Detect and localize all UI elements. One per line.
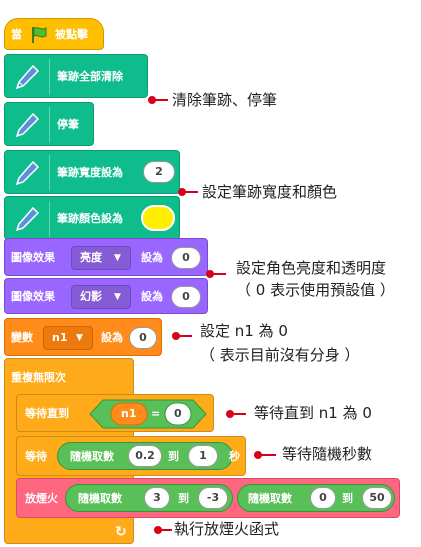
pen-up-label: 停筆 [57,118,79,131]
annotation-pen-size-color: 設定筆跡寬度和顏色 [202,183,338,201]
variable-name-value: n1 [52,331,68,344]
pen-block-separator [49,201,50,237]
variable-value-input[interactable]: 0 [129,327,157,349]
annotation-line [232,413,246,415]
pen-block-separator [49,59,50,95]
looks-set-ghost-block[interactable]: 圖像效果 幻影 ▼ 設為 0 [4,278,208,314]
pen-set-color-label: 筆跡顏色設為 [57,212,123,225]
pen-icon [15,112,40,138]
when-flag-clicked-hat-block[interactable]: 當 被點擊 [4,18,104,50]
pen-block-separator [49,107,50,143]
looks-set-brightness-block[interactable]: 圖像效果 亮度 ▼ 設為 0 [4,238,208,276]
looks-set-to-label: 設為 [141,290,163,303]
random-to-label: 到 [342,492,353,505]
annotation-line [160,529,172,531]
looks-brightness-input[interactable]: 0 [171,247,201,269]
pen-clear-label: 筆跡全部清除 [57,70,123,83]
random-label: 隨機取數 [78,492,122,505]
annotation-firework: 執行放煙火函式 [174,520,280,538]
firework-label: 放煙火 [25,492,58,505]
annotation-line [184,191,198,193]
annotation-line [178,335,192,337]
pen-set-color-block[interactable]: 筆跡顏色設為 [4,196,180,240]
condition-operator: = [151,407,161,420]
hat-clicked-label: 被點擊 [55,28,88,41]
firework-function-block[interactable]: 放煙火 隨機取數 3 到 -3 隨機取數 0 到 50 [16,478,400,518]
annotation-dot [172,332,180,340]
looks-effect-label: 圖像效果 [11,251,55,264]
looks-ghost-input[interactable]: 0 [171,286,201,308]
looks-effect-dropdown[interactable]: 幻影 ▼ [71,285,131,309]
looks-set-to-label: 設為 [141,251,163,264]
condition-left-variable: n1 [121,407,137,420]
annotation-wait-random: 等待隨機秒數 [282,445,373,463]
annotation-dot [154,526,162,534]
random-from-input[interactable]: 3 [144,487,170,509]
random-number-reporter[interactable]: 隨機取數 0.2 到 1 [57,442,233,470]
random-to-label: 到 [168,450,179,463]
annotation-set-n1-note: （ 表示目前沒有分身 ） [200,346,360,364]
wait-until-label: 等待直到 [25,407,69,420]
annotation-dot [226,410,234,418]
chevron-down-icon: ▼ [76,333,83,343]
pen-icon [15,160,40,186]
pen-up-block[interactable]: 停筆 [4,102,94,146]
pen-block-separator [49,155,50,191]
pen-color-swatch[interactable] [141,205,175,231]
looks-effect-value: 亮度 [80,251,102,264]
loop-arrow-icon: ↻ [115,524,127,540]
wait-seconds-block[interactable]: 等待 隨機取數 0.2 到 1 秒 [16,436,246,476]
wait-label: 等待 [25,450,47,463]
annotation-line [212,273,226,275]
variable-label: 變數 [11,331,33,344]
equals-operator-block[interactable] [89,399,207,429]
random-from-input[interactable]: 0.2 [128,445,162,467]
annotation-dot [148,96,156,104]
seconds-unit-label: 秒 [229,450,240,463]
random-label: 隨機取數 [70,450,114,463]
pen-set-size-block[interactable]: 筆跡寬度設為 2 [4,150,180,194]
pen-icon [15,206,40,232]
chevron-down-icon: ▼ [114,253,121,263]
pen-icon [15,64,40,90]
looks-effect-label: 圖像效果 [11,290,55,303]
annotation-line [154,99,168,101]
annotation-wait-until: 等待直到 n1 為 0 [254,404,372,422]
random-to-input[interactable]: -3 [198,487,228,509]
forever-label: 重複無限次 [11,371,66,384]
random-from-input[interactable]: 0 [310,487,336,509]
annotation-line [260,454,276,456]
pen-set-size-label: 筆跡寬度設為 [57,166,123,179]
annotation-dot [254,451,262,459]
looks-effect-value: 幻影 [80,290,102,303]
annotation-dot [178,188,186,196]
hat-when-label: 當 [11,28,22,41]
annotation-effects: 設定角色亮度和透明度 [236,259,387,277]
wait-until-block[interactable]: 等待直到 n1 = 0 [16,394,214,432]
variable-name-dropdown[interactable]: n1 ▼ [43,326,93,350]
random-label: 隨機取數 [248,492,292,505]
looks-effect-dropdown[interactable]: 亮度 ▼ [71,246,131,270]
random-to-label: 到 [178,492,189,505]
random-to-input[interactable]: 1 [188,445,218,467]
random-number-reporter-x[interactable]: 隨機取數 3 到 -3 [65,484,233,512]
green-flag-icon [32,27,47,43]
random-number-reporter-y[interactable]: 隨機取數 0 到 50 [237,484,395,512]
annotation-dot [206,270,214,278]
pen-clear-block[interactable]: 筆跡全部清除 [4,54,148,98]
variable-set-to-label: 設為 [101,331,123,344]
condition-right-value[interactable]: 0 [174,407,182,420]
annotation-set-n1: 設定 n1 為 0 [200,322,288,340]
chevron-down-icon: ▼ [114,292,121,302]
random-to-input[interactable]: 50 [362,487,392,509]
variable-set-block[interactable]: 變數 n1 ▼ 設為 0 [4,318,162,356]
pen-size-input[interactable]: 2 [143,161,175,183]
annotation-clear-pen: 清除筆跡、停筆 [172,91,278,109]
annotation-effects-note: （ 0 表示使用預設值 ） [236,281,395,299]
